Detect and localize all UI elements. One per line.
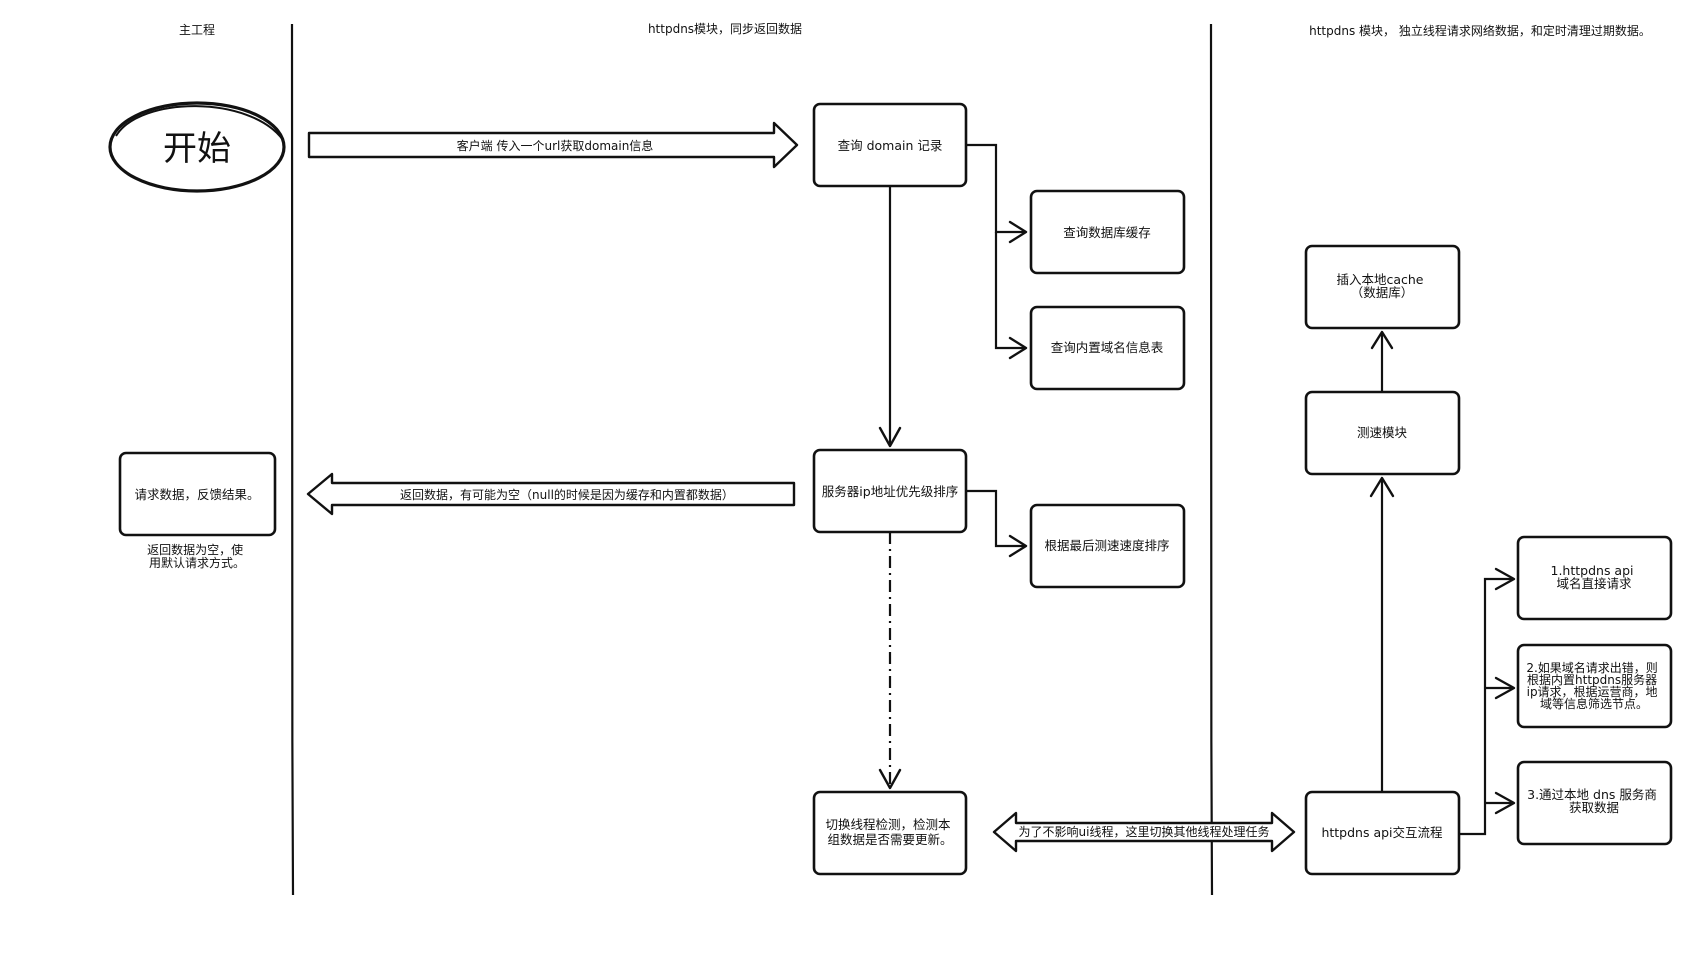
thread-switch-arrow: 为了不影响ui线程，这里切换其他线程处理任务 (992, 811, 1296, 853)
switch-thread-box: 切换线程检测，检测本 组数据是否需要更新。 (812, 790, 968, 876)
query-db-cache-label: 查询数据库缓存 (1063, 225, 1151, 240)
api-flow-box: httpdns api交互流程 (1304, 790, 1461, 876)
speed-module-label: 测速模块 (1357, 425, 1408, 440)
api-step2-box: 2.如果域名请求出错，则 根据内置httpdns服务器 ip请求，根据运营商，地… (1516, 643, 1673, 729)
connector-api-to-steps (1459, 577, 1512, 836)
api-step1-line: 1.httpdns api (1551, 563, 1634, 578)
return-data-arrow: 返回数据，有可能为空（null的时候是因为缓存和内置都数据） (306, 472, 796, 516)
switch-thread-line: 切换线程检测，检测本 (826, 817, 952, 832)
speed-module-box: 测速模块 (1304, 390, 1461, 476)
speed-sort-box: 根据最后测速速度排序 (1029, 503, 1186, 589)
lane-title-async: httpdns 模块， 独立线程请求网络数据，和定时清理过期数据。 (1309, 23, 1651, 38)
api-step1-box: 1.httpdns api 域名直接请求 (1516, 535, 1673, 621)
api-step3-label: 3.通过本地 dns 服务商 获取数据 (1527, 787, 1661, 815)
switch-thread-label: 切换线程检测，检测本 组数据是否需要更新。 (826, 817, 955, 847)
api-step2-line: 2.如果域名请求出错，则 (1526, 660, 1657, 675)
return-data-label: 返回数据，有可能为空（null的时候是因为缓存和内置都数据） (400, 487, 734, 502)
ip-priority-label: 服务器ip地址优先级排序 (822, 484, 958, 499)
speed-sort-label: 根据最后测速速度排序 (1044, 538, 1169, 553)
start-node: 开始 (108, 101, 286, 193)
query-db-cache-box: 查询数据库缓存 (1029, 189, 1186, 275)
insert-cache-line: （数据库） (1351, 285, 1414, 300)
connector-priority-to-speed-sort (966, 489, 1024, 548)
api-flow-label: httpdns api交互流程 (1321, 825, 1443, 840)
query-builtin-box: 查询内置域名信息表 (1029, 305, 1186, 391)
insert-cache-box: 插入本地cache （数据库） (1304, 244, 1461, 330)
lane-title-main: 主工程 (179, 22, 215, 37)
switch-thread-line: 组数据是否需要更新。 (827, 832, 952, 847)
insert-cache-line: 插入本地cache (1336, 272, 1423, 287)
start-label: 开始 (163, 129, 231, 169)
query-domain-box: 查询 domain 记录 (812, 102, 968, 188)
ip-priority-box: 服务器ip地址优先级排序 (812, 448, 968, 534)
connector-query-to-cache (966, 143, 1024, 234)
lane-divider-left (290, 23, 295, 896)
thread-switch-label: 为了不影响ui线程，这里切换其他线程处理任务 (1019, 824, 1270, 839)
query-builtin-label: 查询内置域名信息表 (1051, 340, 1164, 355)
lane-title-sync: httpdns模块，同步返回数据 (648, 21, 802, 36)
lane-divider-right (1209, 23, 1214, 896)
fallback-note-line: 返回数据为空，使 (147, 542, 243, 557)
request-result-box: 请求数据，反馈结果。 (118, 451, 277, 537)
query-domain-label: 查询 domain 记录 (838, 138, 943, 153)
api-step1-line: 域名直接请求 (1556, 576, 1632, 591)
client-request-arrow: 客户端 传入一个url获取domain信息 (307, 121, 799, 169)
api-step2-line: 根据内置httpdns服务器 (1527, 672, 1657, 687)
fallback-note-line: 用默认请求方式。 (149, 555, 245, 570)
api-step3-box: 3.通过本地 dns 服务商 获取数据 (1516, 760, 1673, 846)
api-step2-line: ip请求，根据运营商，地 (1527, 684, 1658, 699)
api-step2-line: 域等信息筛选节点。 (1540, 696, 1648, 711)
api-step3-line: 3.通过本地 dns 服务商 (1527, 787, 1657, 802)
fallback-note: 返回数据为空，使 用默认请求方式。 (147, 542, 247, 570)
request-result-label: 请求数据，反馈结果。 (134, 487, 259, 502)
client-request-label: 客户端 传入一个url获取domain信息 (457, 138, 654, 153)
connector-query-to-builtin (994, 232, 1024, 350)
insert-cache-label: 插入本地cache （数据库） (1336, 272, 1427, 300)
api-step3-line: 获取数据 (1569, 800, 1619, 815)
api-step1-label: 1.httpdns api 域名直接请求 (1551, 563, 1638, 591)
api-step2-label: 2.如果域名请求出错，则 根据内置httpdns服务器 ip请求，根据运营商，地… (1526, 660, 1661, 711)
